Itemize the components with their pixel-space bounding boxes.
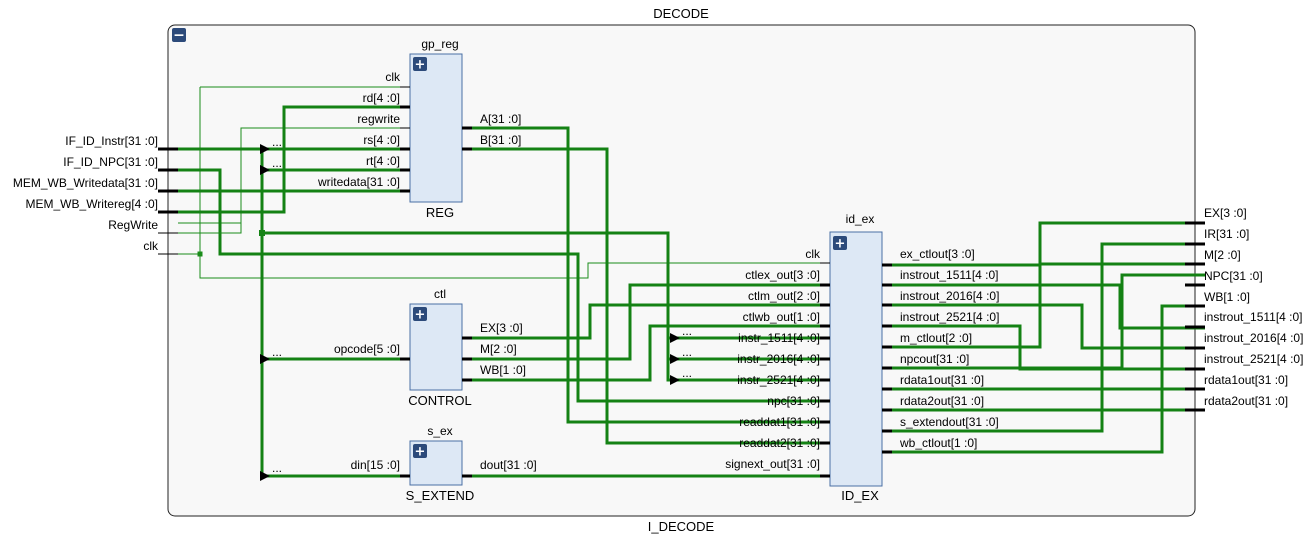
port-instrout-1511: instrout_1511[4 :0] xyxy=(1204,310,1303,324)
svg-text:instr_2521[4 :0]: instr_2521[4 :0] xyxy=(737,373,820,387)
ctl-instance-name: ctl xyxy=(434,287,446,301)
bus-nets xyxy=(178,105,1205,478)
diagram-title: DECODE xyxy=(653,6,709,21)
svg-text:dout[31 :0]: dout[31 :0] xyxy=(480,458,537,472)
id-ex-module-name: ID_EX xyxy=(841,488,879,503)
expand-icon: + xyxy=(835,237,846,252)
svg-text:clk: clk xyxy=(385,70,401,84)
svg-text:writedata[31 :0]: writedata[31 :0] xyxy=(317,175,400,189)
svg-text:rs[4 :0]: rs[4 :0] xyxy=(363,133,400,147)
svg-text:A[31 :0]: A[31 :0] xyxy=(480,112,521,126)
svg-text:din[15 :0]: din[15 :0] xyxy=(351,458,400,472)
port-instrout-2016: instrout_2016[4 :0] xyxy=(1204,331,1303,345)
port-rdata2out: rdata2out[31 :0] xyxy=(1204,394,1288,408)
port-mem-wb-writedata: MEM_WB_Writedata[31 :0] xyxy=(13,176,158,190)
s-ex-block[interactable]: s_ex + din[15 :0] dout[31 :0] S_EXTEND xyxy=(351,424,537,503)
port-mem-wb-writereg: MEM_WB_Writereg[4 :0] xyxy=(26,197,158,211)
svg-text:B[31 :0]: B[31 :0] xyxy=(480,133,521,147)
port-ir: IR[31 :0] xyxy=(1204,227,1249,241)
svg-text:opcode[5 :0]: opcode[5 :0] xyxy=(334,342,400,356)
port-instrout-2521: instrout_2521[4 :0] xyxy=(1204,352,1303,366)
svg-text:instr_2016[4 :0]: instr_2016[4 :0] xyxy=(737,352,820,366)
expand-icon: + xyxy=(415,445,426,460)
ctl-block[interactable]: ctl + opcode[5 :0] EX[3 :0] M[2 :0] WB[1… xyxy=(334,287,526,408)
port-if-id-npc: IF_ID_NPC[31 :0] xyxy=(63,155,158,169)
svg-text:...: ... xyxy=(272,156,282,170)
diagram-subtitle: I_DECODE xyxy=(648,519,715,534)
svg-text:instrout_2521[4 :0]: instrout_2521[4 :0] xyxy=(900,310,999,324)
s-ex-instance-name: s_ex xyxy=(427,424,452,438)
svg-text:instr_1511[4 :0]: instr_1511[4 :0] xyxy=(738,331,820,345)
svg-text:WB[1 :0]: WB[1 :0] xyxy=(480,363,526,377)
svg-text:rdata1out[31 :0]: rdata1out[31 :0] xyxy=(900,373,984,387)
expand-icon: + xyxy=(415,58,426,73)
svg-text:ctlex_out[3 :0]: ctlex_out[3 :0] xyxy=(745,268,820,282)
expand-icon: + xyxy=(415,308,426,323)
svg-text:instrout_1511[4 :0]: instrout_1511[4 :0] xyxy=(900,268,999,282)
svg-text:M[2 :0]: M[2 :0] xyxy=(480,342,517,356)
gp-reg-instance-name: gp_reg xyxy=(421,37,458,51)
gp-reg-block[interactable]: gp_reg + clk rd[4 :0] regwrite rs[4 :0] … xyxy=(317,37,521,220)
port-ex: EX[3 :0] xyxy=(1204,206,1247,220)
svg-text:ctlm_out[2 :0]: ctlm_out[2 :0] xyxy=(748,289,820,303)
id-ex-expand-button[interactable]: + xyxy=(833,236,847,252)
svg-text:readdat1[31 :0]: readdat1[31 :0] xyxy=(739,415,820,429)
port-regwrite: RegWrite xyxy=(108,218,158,232)
gp-reg-module-name: REG xyxy=(426,205,454,220)
svg-text:...: ... xyxy=(682,366,692,380)
svg-text:...: ... xyxy=(272,461,282,475)
svg-text:regwrite: regwrite xyxy=(357,112,400,126)
collapse-button[interactable]: − xyxy=(172,28,186,44)
svg-text:rdata2out[31 :0]: rdata2out[31 :0] xyxy=(900,394,984,408)
svg-text:ctlwb_out[1 :0]: ctlwb_out[1 :0] xyxy=(743,310,820,324)
svg-text:readdat2[31 :0]: readdat2[31 :0] xyxy=(739,436,820,450)
port-rdata1out: rdata1out[31 :0] xyxy=(1204,373,1288,387)
svg-text:signext_out[31 :0]: signext_out[31 :0] xyxy=(725,457,820,471)
s-ex-module-name: S_EXTEND xyxy=(406,488,475,503)
svg-text:wb_ctlout[1 :0]: wb_ctlout[1 :0] xyxy=(899,436,977,450)
id-ex-block[interactable]: id_ex + clk ctlex_out[3 :0] ctlm_out[2 :… xyxy=(725,212,999,503)
port-wb: WB[1 :0] xyxy=(1204,290,1250,304)
port-if-id-instr: IF_ID_Instr[31 :0] xyxy=(65,134,158,148)
port-npc: NPC[31 :0] xyxy=(1204,269,1263,283)
port-clk: clk xyxy=(143,239,159,253)
input-ports: IF_ID_Instr[31 :0] IF_ID_NPC[31 :0] MEM_… xyxy=(13,134,178,255)
svg-text:rt[4 :0]: rt[4 :0] xyxy=(366,154,400,168)
gp-reg-expand-button[interactable]: + xyxy=(413,57,427,73)
svg-text:m_ctlout[2 :0]: m_ctlout[2 :0] xyxy=(900,331,972,345)
ctl-expand-button[interactable]: + xyxy=(413,307,427,323)
svg-text:rd[4 :0]: rd[4 :0] xyxy=(363,91,400,105)
svg-text:npcout[31 :0]: npcout[31 :0] xyxy=(900,352,969,366)
svg-text:...: ... xyxy=(272,345,282,359)
port-m: M[2 :0] xyxy=(1204,248,1241,262)
svg-text:clk: clk xyxy=(805,247,821,261)
svg-text:ex_ctlout[3 :0]: ex_ctlout[3 :0] xyxy=(900,247,975,261)
svg-text:EX[3 :0]: EX[3 :0] xyxy=(480,321,523,335)
svg-text:instrout_2016[4 :0]: instrout_2016[4 :0] xyxy=(900,289,999,303)
fanout-markers: ... ... ... ... ... ... ... xyxy=(260,135,692,481)
svg-text:...: ... xyxy=(682,345,692,359)
output-ports: EX[3 :0] IR[31 :0] M[2 :0] NPC[31 :0] WB… xyxy=(1185,206,1303,412)
svg-text:npc[31 :0]: npc[31 :0] xyxy=(767,394,820,408)
id-ex-instance-name: id_ex xyxy=(846,212,875,226)
svg-text:...: ... xyxy=(682,324,692,338)
svg-text:...: ... xyxy=(272,135,282,149)
svg-text:s_extendout[31 :0]: s_extendout[31 :0] xyxy=(900,415,999,429)
collapse-icon: − xyxy=(173,28,185,44)
s-ex-expand-button[interactable]: + xyxy=(413,444,427,460)
ctl-module-name: CONTROL xyxy=(408,393,472,408)
